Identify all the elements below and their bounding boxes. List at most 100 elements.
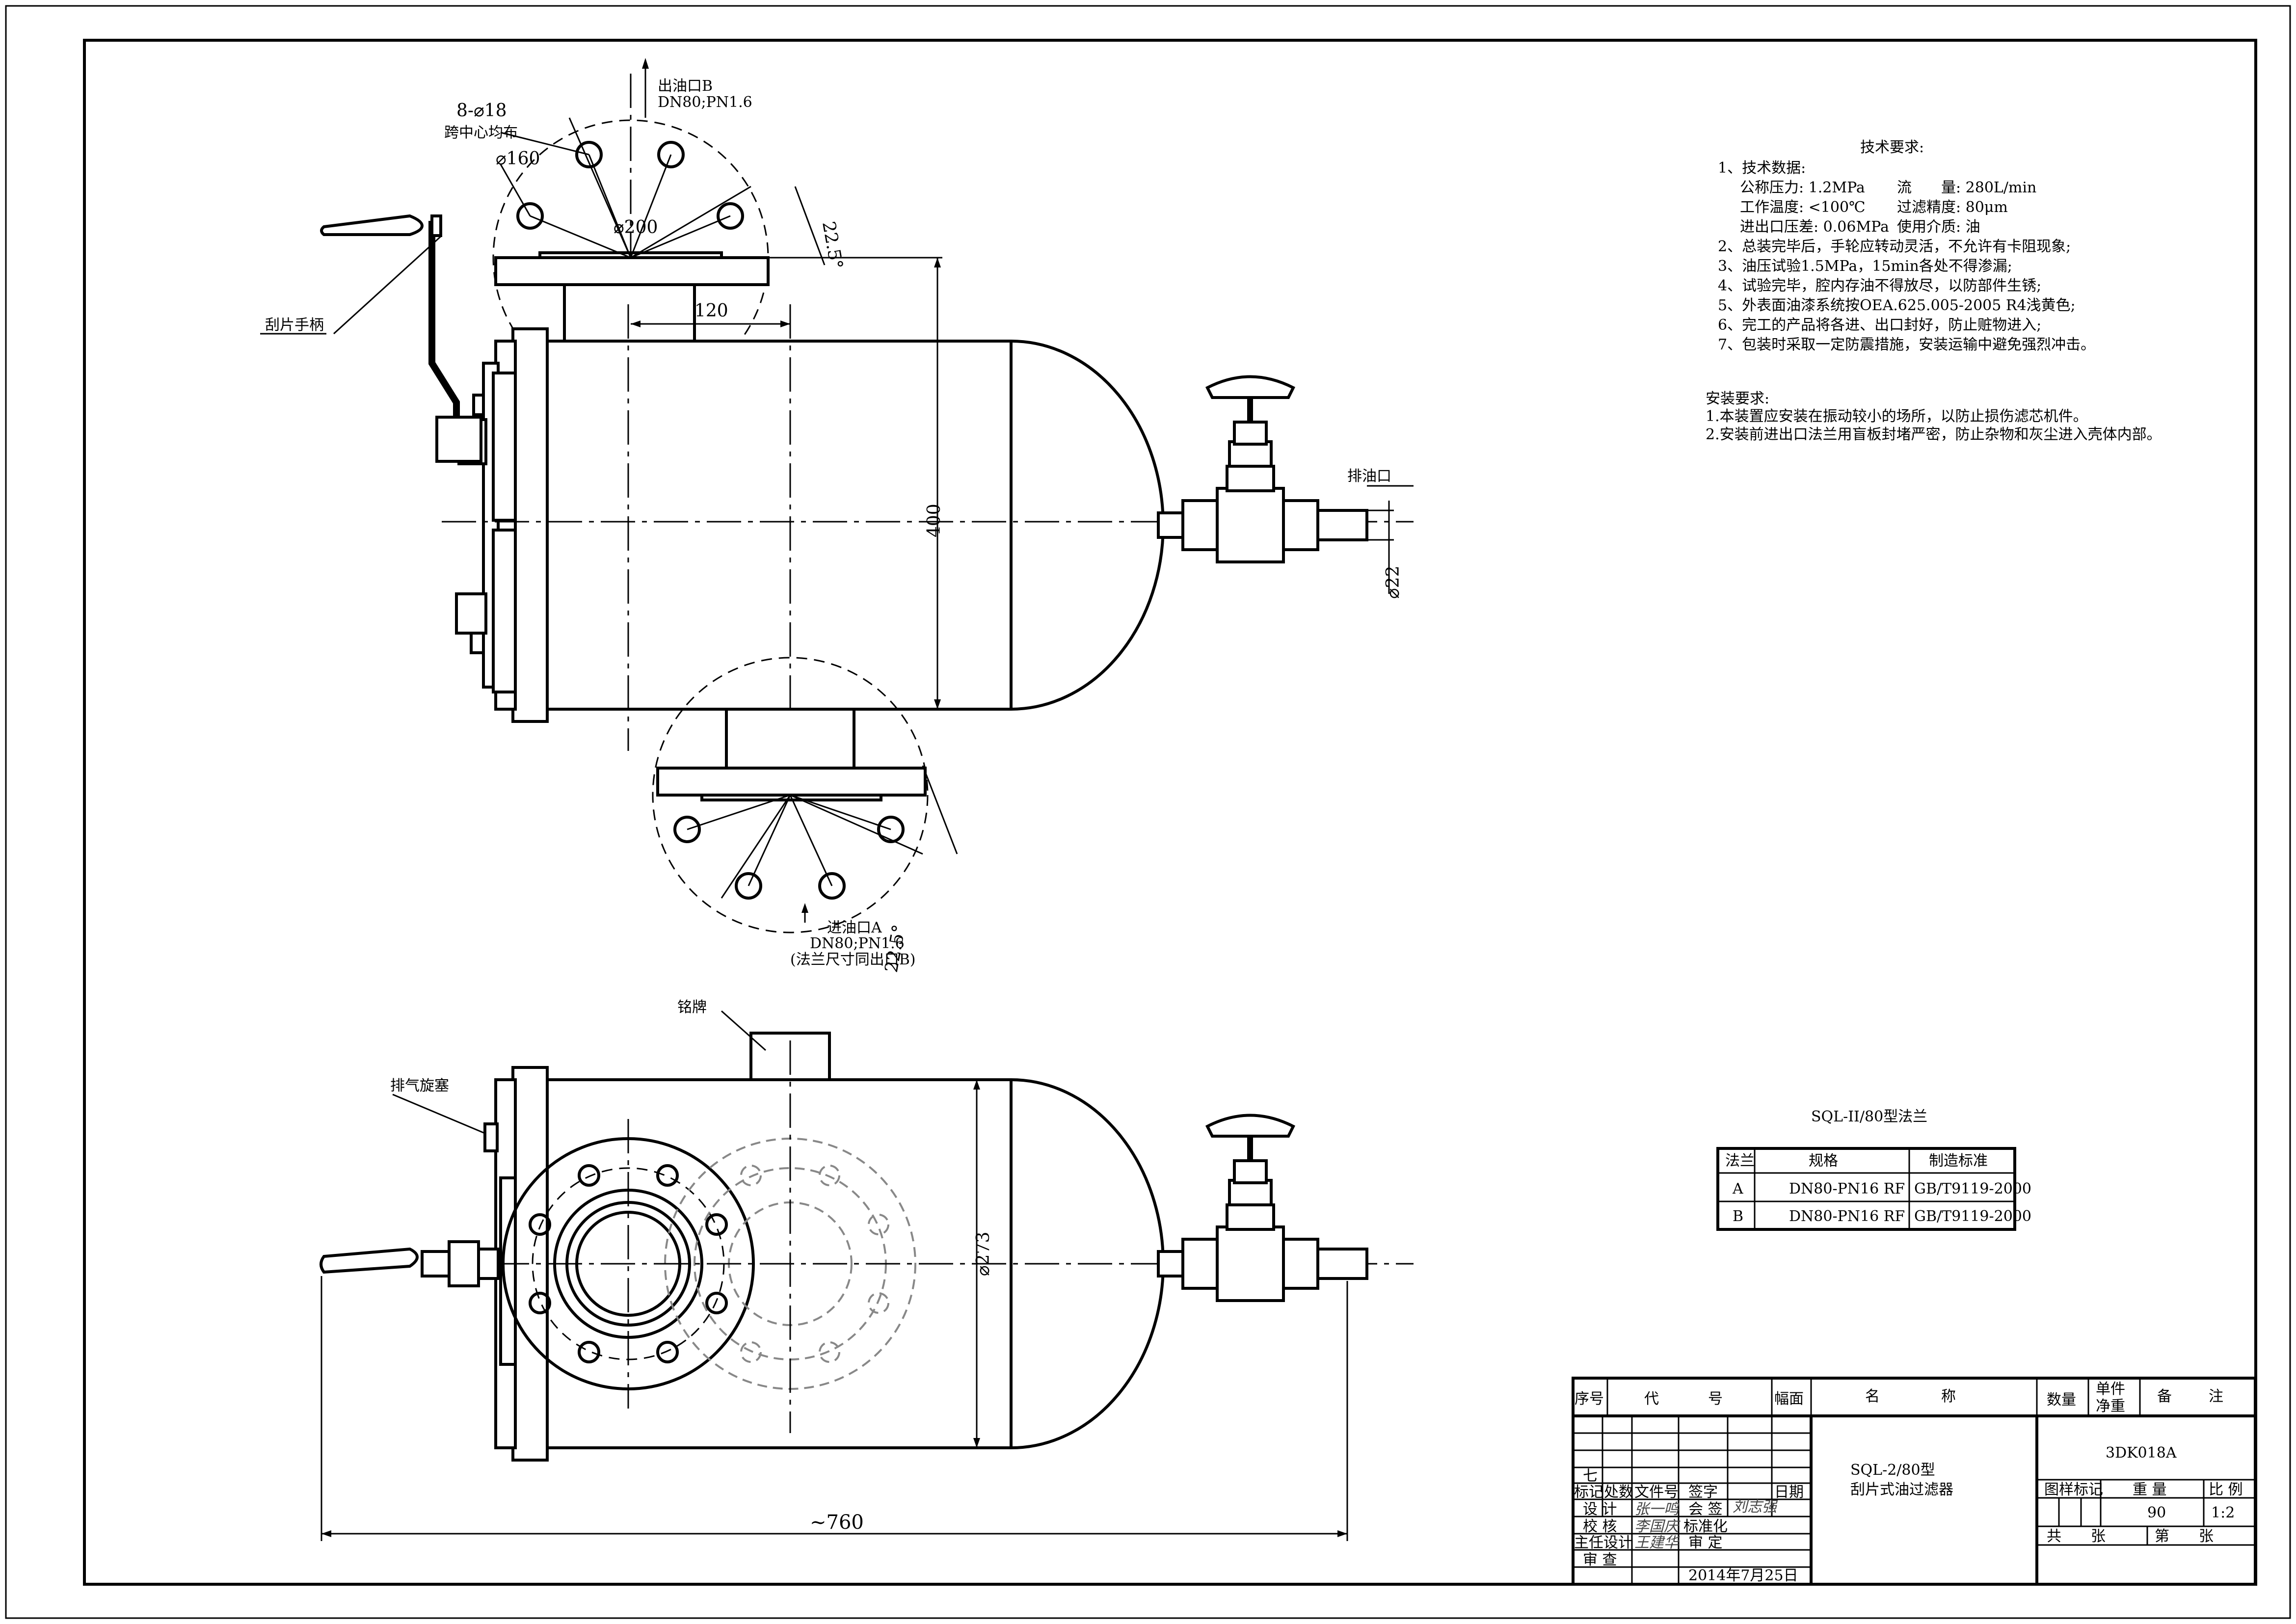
body-end-flange xyxy=(511,327,549,723)
top-view xyxy=(260,58,1414,933)
outlet-b-label: 出油口B xyxy=(658,78,713,95)
install-line-1: 1.本装置应安装在振动较小的场所，以防止损伤滤芯机件。 xyxy=(1706,408,2088,425)
tb-remarks-2: 注 xyxy=(2209,1388,2223,1405)
outlet-flange-plate xyxy=(494,256,770,286)
tb-rev-mark: 标记 xyxy=(1574,1484,1603,1501)
flange-table-cell: A xyxy=(1732,1180,1743,1198)
flange-table-cell: B xyxy=(1733,1208,1743,1225)
tb-rev-date: 日期 xyxy=(1774,1484,1804,1501)
flange-table-header-1: 规格 xyxy=(1809,1152,1838,1170)
tb-unit-weight-1: 单件 xyxy=(2096,1381,2125,1398)
tb-code-2: 号 xyxy=(1708,1390,1723,1408)
tb-rev-doc: 文件号 xyxy=(1634,1484,1679,1501)
note-line-1: 1、技术数据: xyxy=(1718,160,1806,177)
inlet-note: (法兰尺寸同出口B) xyxy=(790,951,915,968)
note-line-8: 2、总装完毕后，手轮应转动灵活，不允许有卡阻现象; xyxy=(1718,238,2071,255)
tb-name-1: 名 xyxy=(1865,1388,1880,1405)
note-line-4: 工作温度: <100℃ xyxy=(1740,199,1866,216)
dim-760-text: ~760 xyxy=(810,1511,864,1534)
tb-rev-zone: 处数 xyxy=(1604,1484,1633,1501)
signature-countersign: 刘志强 xyxy=(1733,1498,1778,1516)
nameplate-label: 铭牌 xyxy=(677,999,707,1016)
d160-label: ⌀160 xyxy=(496,149,540,169)
note-line-7: 使用介质: 油 xyxy=(1897,218,1980,236)
install-title: 安装要求: xyxy=(1706,390,1769,407)
flange-table-header-0: 法兰 xyxy=(1725,1152,1755,1170)
flange-table-cell: GB/T9119-2000 xyxy=(1914,1180,2031,1198)
tb-chief: 主任设计 xyxy=(1574,1534,1633,1551)
tb-seq: 序号 xyxy=(1575,1390,1604,1408)
inlet-flange-plate xyxy=(656,767,927,797)
inlet-flange-bolt-holes xyxy=(673,816,905,900)
d273-label: ⌀273 xyxy=(973,1232,993,1276)
tb-approve: 审 定 xyxy=(1688,1534,1723,1551)
dim-400-text: 400 xyxy=(924,504,944,537)
holes-note: 跨中心均布 xyxy=(444,124,518,141)
tb-seven: 七 xyxy=(1583,1467,1598,1485)
drain-valve-front xyxy=(1157,1114,1368,1302)
dim-120-text: 120 xyxy=(694,301,728,321)
note-line-11: 5、外表面油漆系统按OEA.625.005-2005 R4浅黄色; xyxy=(1718,297,2076,314)
inlet-a-label: 进油口A xyxy=(827,919,882,936)
angle-label-top: 22.5° xyxy=(818,220,846,271)
dim-120 xyxy=(631,320,790,327)
tb-weight-label: 重 量 xyxy=(2133,1481,2167,1498)
technical-notes: 技术要求: 1、技术数据: 公称压力: 1.2MPa 流 量: 280L/min… xyxy=(1706,139,2162,443)
note-line-2: 公称压力: 1.2MPa xyxy=(1740,179,1865,196)
dim-d22 xyxy=(1367,501,1394,594)
tb-product-name: 刮片式油过滤器 xyxy=(1850,1481,1953,1498)
note-line-6: 进出口压差: 0.06MPa xyxy=(1740,218,1889,236)
signature-chief: 王建华 xyxy=(1634,1534,1680,1551)
front-view xyxy=(320,1010,1414,1541)
tb-qty: 数量 xyxy=(2047,1391,2076,1409)
note-line-9: 3、油压试验1.5MPa，15min各处不得渗漏; xyxy=(1718,258,2012,275)
tb-scale-label: 比 例 xyxy=(2209,1481,2243,1498)
signature-designer: 张一鸣 xyxy=(1634,1501,1680,1518)
tb-unit-weight-2: 净重 xyxy=(2096,1398,2125,1415)
vessel-body-top xyxy=(543,340,1165,711)
note-line-13: 7、包装时采取一定防震措施，安装运输中避免强烈冲击。 xyxy=(1718,336,2095,353)
crank-handle-front xyxy=(320,1240,500,1287)
tb-rev-sign: 签字 xyxy=(1688,1484,1718,1501)
flange-table-cell: DN80-PN16 RF xyxy=(1789,1180,1905,1198)
front-view-labels: 铭牌 排气旋塞 ⌀273 ~760 xyxy=(390,999,993,1534)
signature-checker: 李国庆 xyxy=(1634,1518,1681,1535)
tb-design: 设 计 xyxy=(1583,1501,1617,1518)
tb-remarks-1: 备 xyxy=(2157,1388,2172,1405)
tb-total-sheets: 共 张 xyxy=(2047,1528,2106,1545)
install-line-2: 2.安装前进出口法兰用盲板封堵严密，防止杂物和灰尘进入壳体内部。 xyxy=(1706,426,2162,443)
tb-check: 校 核 xyxy=(1583,1518,1617,1535)
crank-handle-top xyxy=(320,214,482,463)
note-line-5: 过滤精度: 80μm xyxy=(1897,199,2008,216)
flange-table-cell: GB/T9119-2000 xyxy=(1914,1208,2031,1225)
flange-table-cell: DN80-PN16 RF xyxy=(1789,1208,1905,1225)
vent-plug xyxy=(483,1122,499,1152)
flange-table: SQL-II/80型法兰 法兰 规格 制造标准 A DN80-PN16 RF G… xyxy=(1716,1108,2031,1231)
tb-sheet-size: 幅面 xyxy=(1774,1390,1804,1408)
notes-title: 技术要求: xyxy=(1860,139,1924,156)
inlet-a-spec: DN80;PN1.6 xyxy=(810,935,905,952)
note-line-3: 流 量: 280L/min xyxy=(1897,179,2036,196)
d22-label: ⌀22 xyxy=(1383,566,1403,599)
outlet-flange-bolt-holes xyxy=(516,141,744,230)
drain-valve-top xyxy=(1157,375,1368,563)
tb-name-2: 称 xyxy=(1941,1388,1956,1405)
tb-drawing-no: 3DK018A xyxy=(2106,1444,2177,1462)
dim-400 xyxy=(766,257,942,710)
holes-callout: 8-⌀18 xyxy=(456,101,507,121)
handle-label: 刮片手柄 xyxy=(265,317,324,334)
tb-weight: 90 xyxy=(2147,1504,2166,1521)
tb-countersign: 会 签 xyxy=(1688,1501,1723,1518)
sheet-border xyxy=(5,5,2291,1619)
note-line-10: 4、试验完毕，腔内存油不得放尽，以防部件生锈; xyxy=(1718,277,2041,294)
flange-table-header-2: 制造标准 xyxy=(1929,1152,1988,1170)
tb-sheet-no: 第 张 xyxy=(2155,1528,2214,1545)
tb-product-model: SQL-2/80型 xyxy=(1850,1462,1935,1479)
vent-label: 排气旋塞 xyxy=(390,1077,449,1094)
note-line-12: 6、完工的产品将各进、出口封好，防止赃物进入; xyxy=(1718,317,2041,334)
flange-table-title: SQL-II/80型法兰 xyxy=(1811,1108,1927,1125)
tb-review: 审 查 xyxy=(1583,1551,1617,1569)
tb-code-1: 代 xyxy=(1644,1390,1659,1408)
tb-date: 2014年7月25日 xyxy=(1688,1567,1798,1584)
